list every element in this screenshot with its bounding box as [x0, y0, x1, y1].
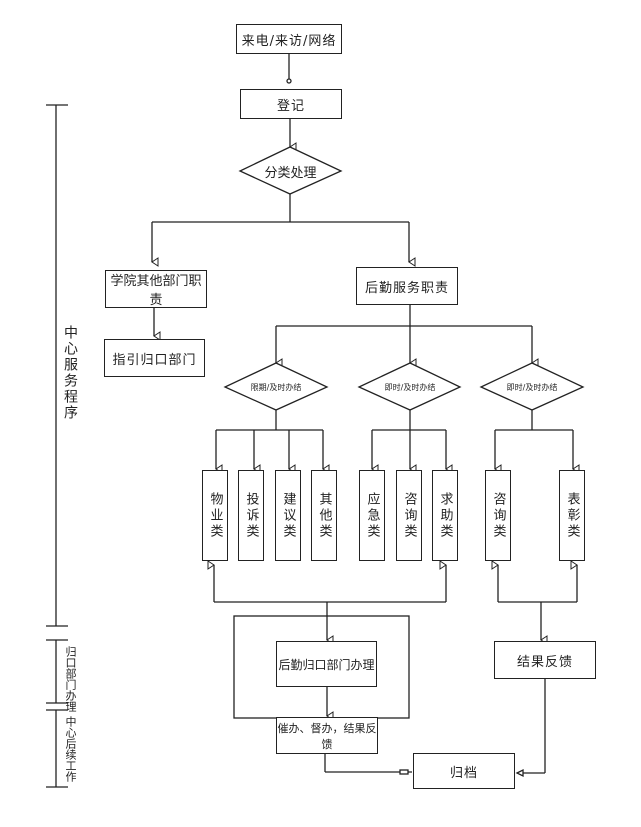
category-other-label: 其他类 — [316, 491, 332, 540]
category-property-box: 物业类 — [202, 470, 228, 561]
category-praise-label: 表彰类 — [564, 491, 580, 540]
classify-label: 分类处理 — [264, 165, 317, 181]
side-label-dept-handling: 归口部门办理 — [64, 646, 77, 712]
other-dept-box: 学院其他部门职责 — [105, 270, 207, 308]
logistics-box: 后勤服务职责 — [356, 267, 458, 305]
category-suggestion-label: 建议类 — [280, 491, 296, 540]
category-complaint-box: 投诉类 — [238, 470, 264, 561]
category-suggestion-box: 建议类 — [275, 470, 301, 561]
category-consult-2-box: 咨询类 — [485, 470, 511, 561]
guide-dept-box: 指引归口部门 — [104, 339, 205, 377]
side-label-followup-work: 中心后续工作 — [64, 716, 77, 782]
followup-box: 催办、督办，结果反馈 — [276, 717, 378, 754]
result-feedback-box: 结果反馈 — [494, 641, 596, 679]
category-complaint-label: 投诉类 — [243, 491, 259, 540]
archive-box: 归档 — [413, 753, 515, 789]
decision-deadline-label: 限期/及时办结 — [250, 382, 302, 392]
category-help-label: 求助类 — [437, 491, 453, 540]
register-label: 登记 — [276, 98, 305, 114]
category-help-box: 求助类 — [432, 470, 458, 561]
decision-instant-2-label: 即时/及时办结 — [506, 382, 558, 392]
guide-dept-label: 指引归口部门 — [112, 352, 197, 368]
logistics-dept-handle-label: 后勤归口部门办理 — [278, 657, 375, 672]
category-emergency-box: 应急类 — [359, 470, 385, 561]
category-emergency-label: 应急类 — [364, 491, 380, 540]
input-channels-box: 来电/来访/网络 — [236, 24, 342, 54]
category-property-label: 物业类 — [207, 491, 223, 540]
category-consult-1-label: 咨询类 — [401, 491, 417, 540]
other-dept-label: 学院其他部门职责 — [110, 274, 202, 308]
logistics-dept-handle-box: 后勤归口部门办理 — [276, 641, 377, 687]
logistics-label: 后勤服务职责 — [364, 280, 449, 296]
archive-label: 归档 — [449, 765, 478, 781]
side-label-service-procedure: 中心服务程序 — [62, 325, 78, 421]
register-box: 登记 — [240, 89, 342, 119]
category-other-box: 其他类 — [311, 470, 337, 561]
input-channels-label: 来电/来访/网络 — [241, 33, 337, 49]
category-consult-1-box: 咨询类 — [396, 470, 422, 561]
decision-instant-1-label: 即时/及时办结 — [384, 382, 436, 392]
followup-label: 催办、督办，结果反馈 — [277, 721, 377, 751]
result-feedback-label: 结果反馈 — [516, 654, 573, 670]
category-consult-2-label: 咨询类 — [490, 491, 506, 540]
category-praise-box: 表彰类 — [559, 470, 585, 561]
